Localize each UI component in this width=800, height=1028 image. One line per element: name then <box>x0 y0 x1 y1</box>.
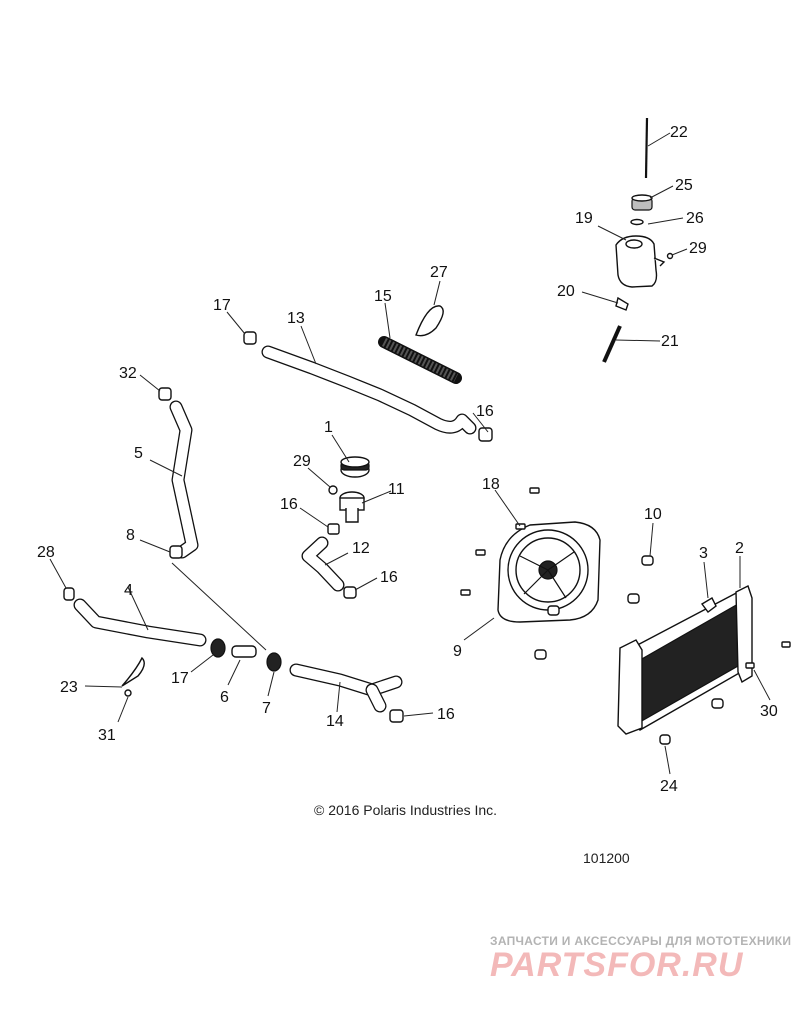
callout-11: 11 <box>388 481 405 498</box>
callout-18: 18 <box>482 476 500 493</box>
hose-clamp-16-filler <box>327 523 340 535</box>
radiator <box>617 585 753 735</box>
callout-16-filler: 16 <box>280 496 298 513</box>
callout-labels: 1 2 3 4 5 6 7 8 9 10 11 12 13 14 15 16 1… <box>37 124 778 795</box>
hose-clamp-16-upper <box>478 427 493 442</box>
coolant-hose-5 <box>169 400 199 559</box>
callout-7: 7 <box>262 700 271 717</box>
callout-25: 25 <box>675 177 693 194</box>
clamp-20 <box>615 296 629 311</box>
callout-28: 28 <box>37 544 55 561</box>
hose-clamp-32 <box>158 387 172 401</box>
callout-3: 3 <box>699 545 708 562</box>
overflow-hose-21 <box>602 325 622 363</box>
hose-connector-6 <box>231 645 257 658</box>
cooling-fan <box>497 521 601 623</box>
watermark-tagline: ЗАПЧАСТИ И АКСЕССУАРЫ ДЛЯ МОТОТЕХНИКИ <box>490 934 792 948</box>
screw-29-filler <box>328 485 338 495</box>
grommets-10 <box>534 555 724 745</box>
radiator-cap <box>340 456 370 478</box>
hose-clamp-17-upper <box>243 331 257 345</box>
callout-26: 26 <box>686 210 704 227</box>
reservoir-seal <box>630 218 644 226</box>
hose-clamp-7 <box>266 652 282 672</box>
leader-lines <box>49 132 771 775</box>
coolant-hose-12 <box>301 536 345 592</box>
callout-8: 8 <box>126 527 135 544</box>
coolant-hose-14 <box>289 663 403 713</box>
callout-10: 10 <box>644 506 662 523</box>
callout-13: 13 <box>287 310 305 327</box>
fitting-28 <box>63 587 75 601</box>
callout-15: 15 <box>374 288 392 305</box>
bolt-30-upper <box>781 641 791 648</box>
hose-clamp-17-lower <box>210 638 226 658</box>
callout-23: 23 <box>60 679 78 696</box>
callout-27: 27 <box>430 264 448 281</box>
callout-5: 5 <box>134 445 143 462</box>
screw-29-reservoir <box>666 252 674 260</box>
callout-29-filler: 29 <box>293 453 311 470</box>
diagram-id: 101200 <box>583 850 630 866</box>
callout-32: 32 <box>119 365 137 382</box>
protective-sleeve <box>378 336 462 384</box>
callout-16-upper: 16 <box>476 403 494 420</box>
hose-clamp-8 <box>169 545 183 559</box>
screw-31 <box>124 689 132 697</box>
dipstick-22 <box>644 117 649 179</box>
callout-16-lower: 16 <box>437 706 455 723</box>
bolt-30-lower <box>745 662 755 669</box>
callout-24: 24 <box>660 778 678 795</box>
callout-17-upper: 17 <box>213 297 231 314</box>
callout-14: 14 <box>326 713 344 730</box>
callout-17-lower: 17 <box>171 670 189 687</box>
callout-19: 19 <box>575 210 593 227</box>
callout-16-mid: 16 <box>380 569 398 586</box>
callout-21: 21 <box>661 333 679 350</box>
hose-clamp-16-mid <box>343 586 357 599</box>
callout-1: 1 <box>324 419 333 436</box>
callout-2: 2 <box>735 540 744 557</box>
callout-29-reservoir: 29 <box>689 240 707 257</box>
callout-20: 20 <box>557 283 575 300</box>
bracket-3 <box>700 597 717 613</box>
hose-clamp-16-lower <box>389 709 404 723</box>
callout-31: 31 <box>98 727 116 744</box>
clip-23 <box>121 656 145 687</box>
copyright-notice: © 2016 Polaris Industries Inc. <box>314 802 498 818</box>
coolant-hose-4 <box>73 598 207 647</box>
bolts-18 <box>460 487 540 596</box>
coolant-reservoir <box>615 235 666 288</box>
watermark-logo: PARTSFOR.RU <box>490 946 744 984</box>
callout-9: 9 <box>453 643 462 660</box>
cable-tie <box>415 305 444 337</box>
reservoir-cap <box>631 194 653 211</box>
callout-4: 4 <box>124 582 133 599</box>
callout-22: 22 <box>670 124 688 141</box>
callout-6: 6 <box>220 689 229 706</box>
filler-neck <box>339 491 365 523</box>
upper-coolant-hose <box>261 345 477 435</box>
callout-12: 12 <box>352 540 370 557</box>
callout-30: 30 <box>760 703 778 720</box>
